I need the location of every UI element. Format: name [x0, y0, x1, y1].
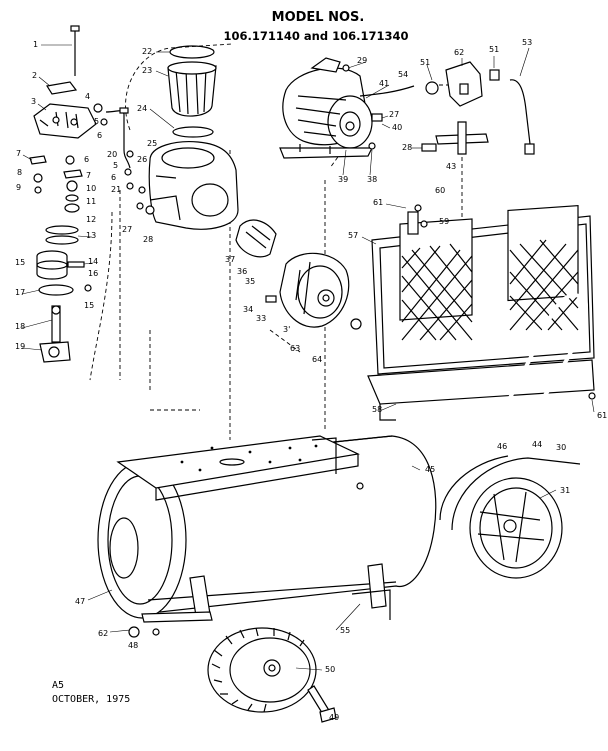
- callout-1: 1: [33, 40, 38, 49]
- callout-24: 24: [137, 104, 147, 113]
- callout-39: 39: [338, 175, 348, 184]
- callout-47: 47: [75, 597, 85, 606]
- callout-45: 45: [425, 465, 435, 474]
- callout-19: 19: [15, 342, 25, 351]
- callout-60: 60: [435, 186, 445, 195]
- flywheel: [235, 219, 362, 330]
- callout-3: 3: [31, 97, 36, 106]
- motor-assembly: [279, 57, 415, 159]
- callout-17: 17: [15, 288, 25, 297]
- callout-57: 57: [348, 231, 358, 240]
- callout-36: 36: [237, 267, 247, 276]
- callout-7: 7: [16, 149, 21, 158]
- crankcase-assembly: [136, 45, 239, 230]
- callout-18: 18: [15, 322, 25, 331]
- callout-64: 64: [312, 355, 322, 364]
- callout-49: 49: [329, 713, 339, 722]
- callout-30: 30: [556, 443, 566, 452]
- callout-61: 61: [373, 198, 383, 207]
- callout-28b: 28: [402, 143, 412, 152]
- callout-34: 34: [243, 305, 253, 314]
- callout-10: 10: [86, 184, 96, 193]
- callout-31: 3': [283, 325, 290, 334]
- callout-11: 11: [86, 197, 96, 206]
- diagram-title: MODEL NOS.: [272, 10, 365, 25]
- callout-48: 48: [128, 641, 138, 650]
- callout-55: 55: [340, 626, 350, 635]
- handle: [386, 293, 589, 460]
- callout-54: 54: [398, 70, 408, 79]
- callout-4: 4: [85, 92, 90, 101]
- air-tank: [97, 435, 437, 638]
- callout-41: 41: [379, 79, 389, 88]
- callout-5: 5: [94, 117, 99, 126]
- callout-20: 20: [107, 150, 117, 159]
- callout-62b: 62: [98, 629, 108, 638]
- callout-62: 62: [454, 48, 464, 57]
- footer-date: OCTOBER, 1975: [52, 694, 130, 705]
- callout-51b: 51: [489, 45, 499, 54]
- callout-12: 12: [86, 215, 96, 224]
- callouts: 1 2 3 4 5 6 7 6 8 7 9 10 11 12 13 15 14 …: [15, 38, 607, 722]
- callout-44: 44: [532, 440, 542, 449]
- callout-26: 26: [137, 155, 147, 164]
- callout-15: 15: [15, 258, 25, 267]
- callout-7b: 7: [86, 171, 91, 180]
- callout-53: 53: [522, 38, 532, 47]
- callout-38: 38: [367, 175, 377, 184]
- callout-15b: 15: [84, 301, 94, 310]
- callout-43: 43: [446, 162, 456, 171]
- callout-22: 22: [142, 47, 152, 56]
- callout-13: 13: [86, 231, 96, 240]
- callout-63: 63: [290, 344, 300, 353]
- callout-16: 16: [88, 269, 98, 278]
- callout-6: 6: [97, 131, 102, 140]
- callout-46: 46: [497, 442, 507, 451]
- callout-9: 9: [16, 183, 21, 192]
- callout-27: 27: [122, 225, 132, 234]
- callout-6c: 6: [111, 173, 116, 182]
- callout-31b: 31: [560, 486, 570, 495]
- callout-58: 58: [372, 405, 382, 414]
- callout-33: 33: [256, 314, 266, 323]
- callout-25: 25: [147, 139, 157, 148]
- callout-28: 28: [143, 235, 153, 244]
- footer-code: A5: [52, 680, 64, 691]
- head-assembly: [29, 25, 134, 363]
- callout-35: 35: [245, 277, 255, 286]
- callout-14: 14: [88, 257, 98, 266]
- callout-29: 29: [357, 56, 367, 65]
- callout-61b: 61: [597, 411, 607, 420]
- callout-40: 40: [392, 123, 402, 132]
- callout-37: 37: [225, 255, 235, 264]
- model-numbers: 106.171140 and 106.171340: [224, 29, 409, 43]
- callout-5b: 5: [113, 161, 118, 170]
- leader-lines: [21, 44, 595, 671]
- callout-27b: 27: [389, 110, 399, 119]
- belt-guard: [367, 204, 596, 421]
- wheels: [207, 455, 581, 723]
- callout-51: 51: [420, 58, 430, 67]
- callout-23: 23: [142, 66, 152, 75]
- callout-6b: 6: [84, 155, 89, 164]
- callout-2: 2: [32, 71, 37, 80]
- pressure-switch: [421, 61, 535, 155]
- callout-59: 59: [439, 217, 449, 226]
- callout-50: 50: [325, 665, 335, 674]
- callout-21: 21: [111, 185, 121, 194]
- callout-8: 8: [17, 168, 22, 177]
